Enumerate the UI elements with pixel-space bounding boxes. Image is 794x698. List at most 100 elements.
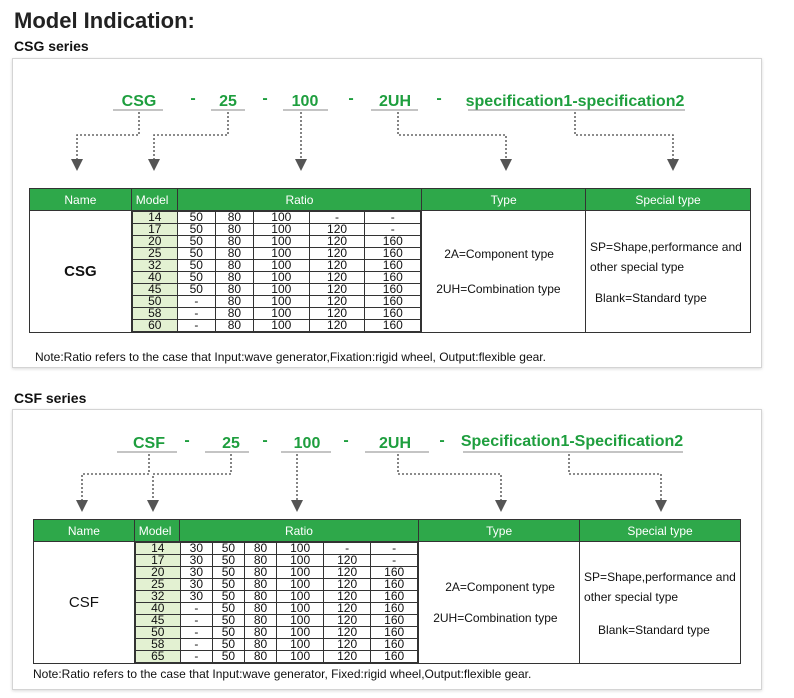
csg-header-name: Name bbox=[29, 188, 132, 211]
csf-type-line: 2A=Component type bbox=[445, 579, 555, 594]
section-title-csg: CSG series bbox=[14, 38, 89, 54]
model-cell: 45 bbox=[134, 614, 181, 627]
model-cell: 40 bbox=[131, 271, 178, 284]
model-cell: 60 bbox=[131, 319, 178, 332]
ratio-cell: 100 bbox=[252, 295, 310, 308]
csg-code-part-ratio: 100 bbox=[292, 93, 319, 110]
csg-panel: CSG - 25 - 100 - 2UH - specification1-sp… bbox=[12, 58, 762, 368]
ratio-cell: - bbox=[176, 319, 216, 332]
csf-type-cell: 2A=Component type 2UH=Combination type bbox=[418, 541, 581, 664]
ratio-cell: 120 bbox=[308, 223, 366, 236]
ratio-cell: 100 bbox=[252, 271, 310, 284]
ratio-cell: - bbox=[179, 650, 213, 663]
csf-spec-table: Name Model Ratio Type Special type CSF 1… bbox=[33, 519, 741, 664]
ratio-cell: 160 bbox=[370, 638, 419, 651]
csf-code-part-name: CSF bbox=[133, 435, 165, 452]
ratio-cell: 80 bbox=[243, 626, 278, 639]
csf-code-part-ratio: 100 bbox=[294, 435, 321, 452]
ratio-cell: 120 bbox=[323, 602, 372, 615]
ratio-cell: 120 bbox=[323, 554, 372, 567]
csf-header-special: Special type bbox=[579, 519, 741, 542]
csg-code-diagram: CSG - 25 - 100 - 2UH - specification1-sp… bbox=[71, 90, 685, 171]
csf-special-cell: SP=Shape,performance and other special t… bbox=[579, 541, 741, 664]
model-cell: 32 bbox=[131, 259, 178, 272]
ratio-cell: 120 bbox=[308, 235, 366, 248]
model-cell: 14 bbox=[131, 211, 178, 224]
model-cell: 65 bbox=[134, 650, 181, 663]
csg-header-ratio: Ratio bbox=[176, 188, 423, 211]
csf-code-part-type: 2UH bbox=[379, 435, 411, 452]
ratio-cell: 100 bbox=[252, 319, 310, 332]
csg-code-sep-4: - bbox=[436, 90, 441, 107]
ratio-cell: 80 bbox=[243, 614, 278, 627]
ratio-cell: 80 bbox=[214, 247, 254, 260]
csf-note: Note:Ratio refers to the case that Input… bbox=[33, 667, 532, 681]
ratio-cell: 80 bbox=[243, 590, 278, 603]
model-cell: 50 bbox=[131, 295, 178, 308]
csg-code-part-name: CSG bbox=[122, 93, 157, 110]
csf-header-model: Model bbox=[133, 519, 180, 542]
csf-code-part-spec: Specification1-Specification2 bbox=[461, 433, 683, 450]
ratio-cell: 50 bbox=[211, 638, 245, 651]
ratio-cell: 30 bbox=[179, 554, 213, 567]
csg-special-line: other special type bbox=[590, 260, 685, 275]
ratio-cell: 80 bbox=[214, 319, 254, 332]
ratio-cell: 120 bbox=[308, 283, 366, 296]
csg-spec-table: Name Model Ratio Type Special type CSG 1… bbox=[29, 188, 751, 333]
ratio-cell: 160 bbox=[370, 626, 419, 639]
ratio-cell: 50 bbox=[211, 650, 245, 663]
csf-header-type: Type bbox=[418, 519, 581, 542]
model-cell: 40 bbox=[134, 602, 181, 615]
ratio-cell: 30 bbox=[179, 542, 213, 555]
ratio-cell: 120 bbox=[323, 650, 372, 663]
csf-header-ratio: Ratio bbox=[178, 519, 420, 542]
model-cell: 58 bbox=[134, 638, 181, 651]
csf-code-sep-2: - bbox=[262, 432, 267, 449]
model-cell: 50 bbox=[134, 626, 181, 639]
ratio-cell: 80 bbox=[243, 650, 278, 663]
csg-code-part-spec: specification1-specification2 bbox=[466, 93, 685, 110]
model-cell: 32 bbox=[134, 590, 181, 603]
model-cell: 25 bbox=[131, 247, 178, 260]
ratio-cell: 160 bbox=[364, 307, 422, 320]
page-title: Model Indication: bbox=[14, 8, 195, 33]
csf-special-line: Blank=Standard type bbox=[598, 623, 710, 638]
csf-header-name: Name bbox=[33, 519, 135, 542]
csg-code-sep-2: - bbox=[262, 90, 267, 107]
csg-type-line: 2A=Component type bbox=[444, 246, 554, 261]
csf-code-sep-4: - bbox=[439, 432, 444, 449]
csf-type-line: 2UH=Combination type bbox=[433, 611, 558, 625]
csg-header-type: Type bbox=[421, 188, 587, 211]
model-cell: 58 bbox=[131, 307, 178, 320]
ratio-cell: 100 bbox=[276, 650, 325, 663]
csg-name-cell: CSG bbox=[29, 210, 132, 333]
csf-special-line: SP=Shape,performance and bbox=[584, 570, 736, 585]
csg-header-special: Special type bbox=[585, 188, 751, 211]
ratio-cell: 120 bbox=[308, 319, 366, 332]
csg-special-line: SP=Shape,performance and bbox=[590, 240, 742, 255]
csg-type-cell: 2A=Component type 2UH=Combination type bbox=[421, 210, 587, 333]
csg-code-sep-1: - bbox=[190, 90, 195, 107]
csg-code-part-size: 25 bbox=[219, 93, 237, 110]
csf-name-cell: CSF bbox=[33, 541, 135, 664]
model-cell: 17 bbox=[131, 223, 178, 236]
csf-special-line: other special type bbox=[584, 590, 679, 605]
ratio-cell: 100 bbox=[252, 223, 310, 236]
csf-panel: CSF - 25 - 100 - 2UH - Specification1-Sp… bbox=[12, 409, 762, 690]
csg-header-model: Model bbox=[130, 188, 178, 211]
csf-code-diagram: CSF - 25 - 100 - 2UH - Specification1-Sp… bbox=[76, 432, 683, 512]
ratio-cell: 160 bbox=[364, 259, 422, 272]
csg-code-part-type: 2UH bbox=[379, 93, 411, 110]
ratio-cell: 100 bbox=[276, 554, 325, 567]
